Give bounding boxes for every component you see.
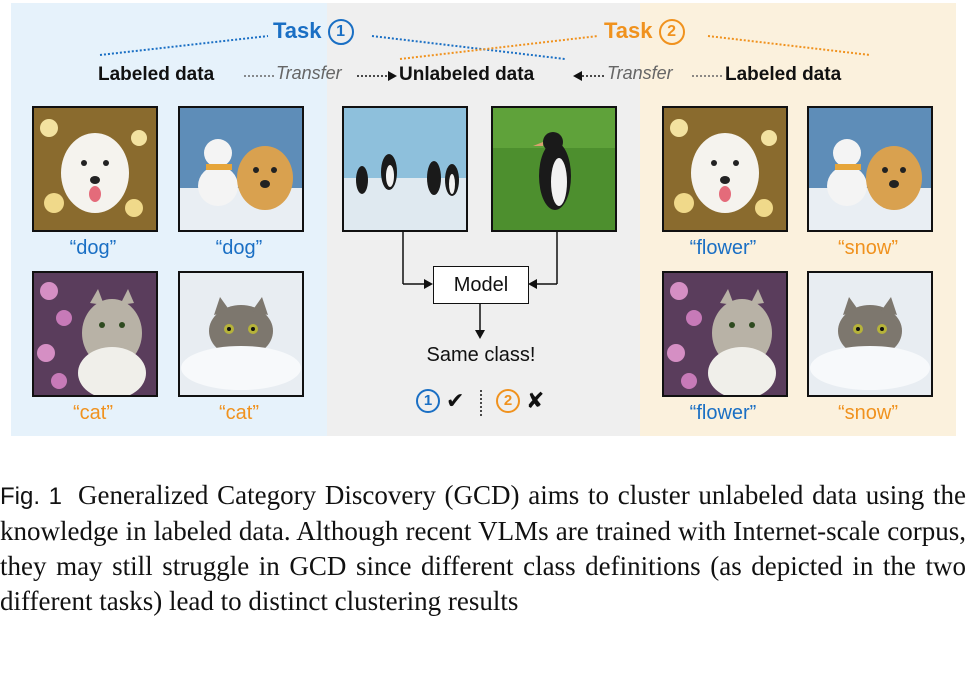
transfer-right-label: Transfer (607, 63, 673, 83)
dog-snowman-image (178, 106, 304, 232)
dog-flowers-image (32, 106, 158, 232)
task2-label: Task (604, 18, 653, 43)
figure-label: Fig. 1 (0, 483, 63, 510)
penguins-snow-image (342, 106, 468, 232)
cat-snow-image-right (807, 271, 933, 397)
left-caption-cat-2: “cat” (219, 402, 259, 424)
same-class-label: Same class! (426, 344, 536, 366)
task2-result-number: 2 (496, 389, 520, 413)
left-caption-dog-1: “dog” (69, 237, 117, 259)
model-box: Model (433, 266, 529, 304)
connector-lines (99, 35, 871, 418)
task1-result-number: 1 (416, 389, 440, 413)
cat-snow-image (178, 271, 304, 397)
transfer-left-label: Transfer (276, 63, 342, 83)
dog-snowman-image-right (807, 106, 933, 232)
task1-label: Task (273, 18, 322, 43)
right-labeled-data-label: Labeled data (725, 64, 842, 85)
dog-flowers-image-right (662, 106, 788, 232)
right-caption-snow-2: “snow” (837, 402, 898, 424)
left-labeled-data-label: Labeled data (98, 64, 215, 85)
cat-flowers-image (32, 271, 158, 397)
right-caption-snow-1: “snow” (837, 237, 898, 259)
left-caption-dog-2: “dog” (215, 237, 263, 259)
task2-number: 2 (658, 19, 685, 45)
task1-number: 1 (327, 19, 354, 45)
unlabeled-data-label: Unlabeled data (399, 64, 535, 85)
right-caption-flower-1: “flower” (689, 237, 757, 259)
right-caption-flower-2: “flower” (689, 402, 757, 424)
left-caption-cat-1: “cat” (73, 402, 113, 424)
cat-flowers-image-right (662, 271, 788, 397)
task-result-marks: 1 ✔ 2 ✘ (410, 388, 560, 420)
check-icon: ✔ (446, 388, 465, 413)
penguin-grass-image (491, 106, 617, 232)
figure-caption-text: Generalized Category Discovery (GCD) aim… (0, 480, 967, 616)
cross-icon: ✘ (526, 388, 545, 413)
